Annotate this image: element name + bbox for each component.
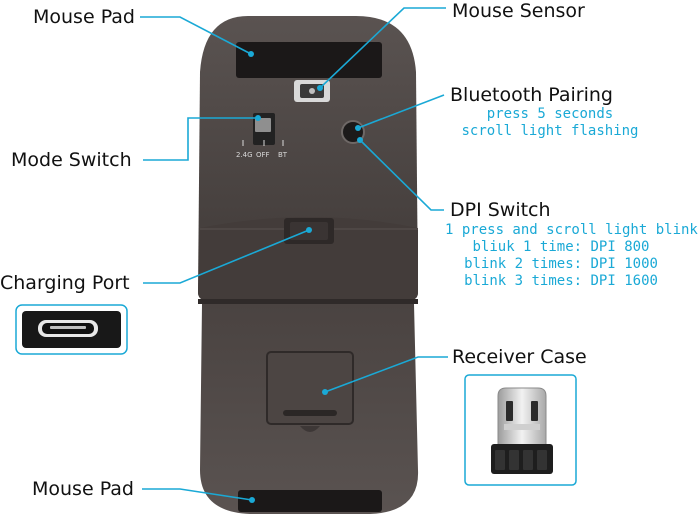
bluetooth-note: scroll light flashing (461, 123, 639, 139)
label-mouse-pad-bottom: Mouse Pad (32, 478, 134, 500)
callout-bluetooth (357, 94, 445, 129)
callout-charging-port (143, 229, 310, 284)
mouse-pad-top-strip (236, 42, 382, 78)
callout-mouse-sensor (319, 7, 446, 89)
usb-connector (497, 387, 547, 447)
bluetooth-notes: press 5 seconds scroll light flashing (450, 106, 650, 140)
dpi-note: blink 3 times: DPI 1600 (464, 273, 658, 289)
label-mouse-sensor: Mouse Sensor (452, 0, 585, 22)
mode-mark-off: OFF (256, 151, 270, 159)
callout-receiver-case (324, 356, 448, 393)
mouse-pad-bottom-strip (238, 490, 382, 512)
dpi-notes: 1 press and scroll light blink bliuk 1 t… (445, 222, 698, 290)
label-receiver-case: Receiver Case (452, 346, 587, 368)
label-dpi-switch: DPI Switch (450, 199, 551, 221)
dpi-note: 1 press and scroll light blink (445, 222, 698, 238)
hinge (198, 299, 418, 304)
mode-switch-knob (255, 118, 271, 132)
label-mouse-pad-top: Mouse Pad (33, 6, 135, 28)
callout-dpi-switch (359, 139, 444, 211)
dpi-note: bliuk 1 time: DPI 800 (472, 239, 650, 255)
upper-fold-shade (198, 217, 418, 300)
dpi-note: blink 2 times: DPI 1000 (464, 256, 658, 272)
mode-mark-2-4g: 2.4G (236, 151, 253, 159)
callout-mouse-pad-top (140, 16, 252, 55)
receiver-case-door (266, 351, 354, 425)
callout-mouse-pad-bottom (142, 488, 253, 501)
bluetooth-note: press 5 seconds (486, 106, 614, 122)
label-bluetooth-pairing: Bluetooth Pairing (450, 84, 613, 106)
callout-mode-switch (143, 117, 258, 161)
mouse-illustration: 2.4G OFF BT (15, 7, 577, 514)
label-mode-switch: Mode Switch (11, 149, 132, 171)
mode-mark-bt: BT (278, 151, 288, 159)
label-charging-port: Charging Port (0, 272, 130, 294)
